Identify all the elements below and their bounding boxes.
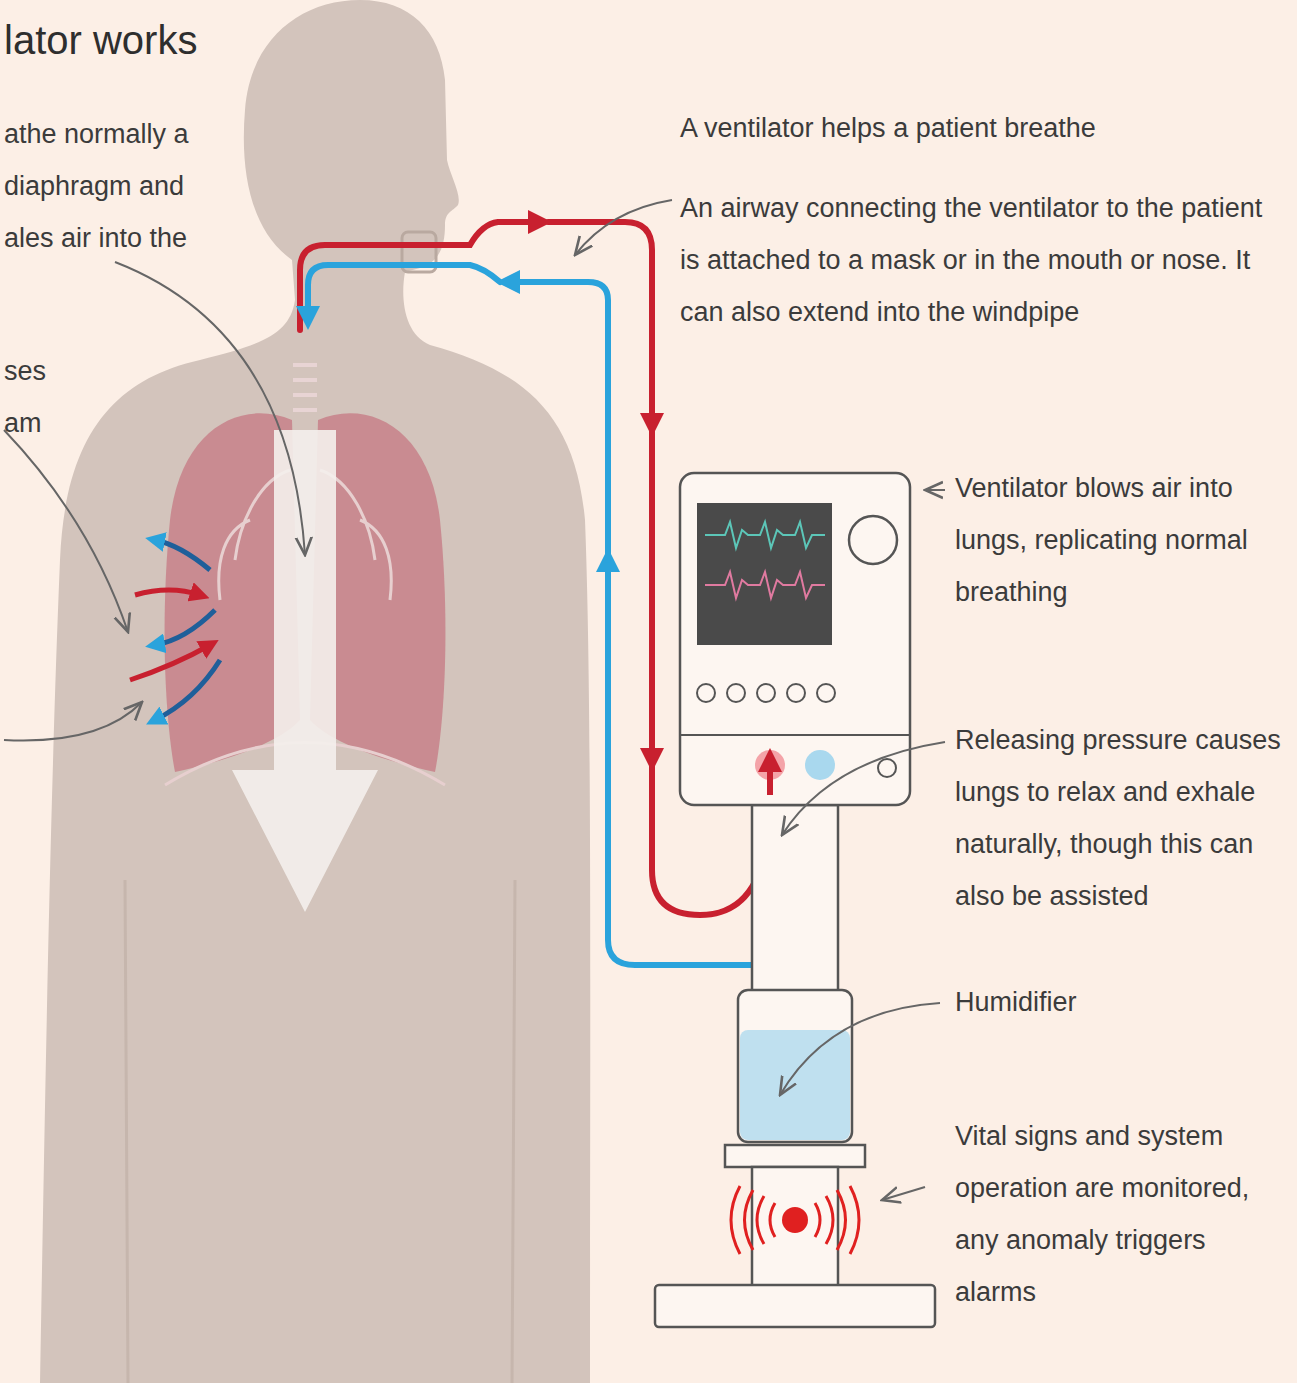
- note-text: athe normally a diaphragm and ales air i…: [4, 108, 224, 264]
- heading: A ventilator helps a patient breathe: [680, 102, 1280, 154]
- leader-line: [4, 200, 945, 1200]
- callout-text: An airway connecting the ventilator to t…: [680, 182, 1280, 338]
- callout-text: Releasing pressure causes lungs to relax…: [955, 714, 1287, 922]
- callout-text: Ventilator blows air into lungs, replica…: [955, 462, 1287, 618]
- alarm-symbol: [731, 1186, 859, 1254]
- humidifier: [738, 990, 852, 1142]
- ventilator: [680, 473, 910, 805]
- body-silhouette: [40, 0, 590, 1383]
- note-text: ses am: [4, 345, 64, 449]
- title: lator works: [4, 16, 197, 64]
- callout-text: Vital signs and system operation are mon…: [955, 1110, 1287, 1318]
- air-flow-arrow: [232, 430, 378, 912]
- callout-text: Humidifier: [955, 976, 1287, 1028]
